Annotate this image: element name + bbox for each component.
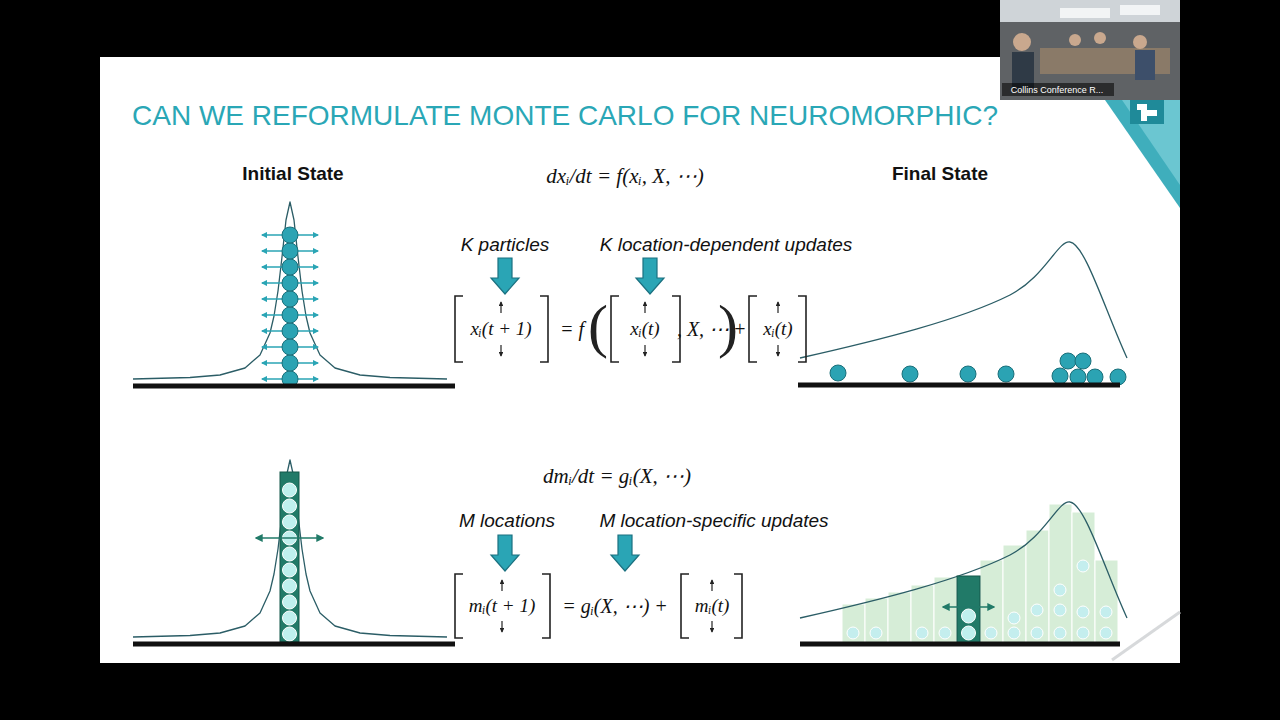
webcam-caption: Collins Conference R... [1011, 84, 1104, 94]
equation-part: + [734, 318, 745, 341]
spread-arrows [256, 537, 323, 539]
equation: dmᵢ/dt = gᵢ(X, ⋯) [543, 464, 691, 488]
slide-title: CAN WE REFORMULATE MONTE CARLO FOR NEURO… [132, 100, 998, 132]
webcam-person [1013, 33, 1031, 51]
corner-line [1112, 612, 1180, 660]
distribution-curve [133, 202, 447, 379]
logo-mark [1137, 104, 1157, 121]
location-bin [957, 576, 980, 643]
location-bin [842, 504, 1118, 643]
parenthesis: ( [588, 296, 608, 356]
equation: dxᵢ/dt = f(xᵢ, X, ⋯) [546, 164, 703, 188]
corner-band [1122, 100, 1180, 185]
equation-part: = f [560, 318, 584, 341]
spread-arrows [262, 235, 318, 379]
webcam-person [1135, 50, 1155, 80]
panel-heading: Final State [892, 163, 988, 185]
webcam-person [1012, 52, 1034, 90]
equation-part: = gᵢ(X, ⋯) + [562, 595, 668, 618]
matrix-bracket [455, 296, 806, 362]
slide-background [100, 57, 1180, 663]
webcam-person [1133, 35, 1147, 49]
webcam-person [1094, 32, 1106, 44]
particle [962, 609, 976, 640]
webcam-table [1040, 48, 1170, 74]
distribution-curve [800, 242, 1127, 358]
vector-entry: mᵢ(t) [695, 595, 730, 617]
location-bin [280, 472, 299, 642]
baseline [800, 642, 1120, 647]
corner-band [1105, 100, 1180, 208]
webcam-ceiling [1000, 0, 1180, 22]
webcam-frame [1000, 0, 1180, 100]
particle [830, 353, 1126, 385]
webcam-caption-bg [1002, 83, 1114, 96]
matrix-bracket [455, 574, 742, 638]
baseline [798, 383, 1120, 388]
spread-arrows [943, 606, 994, 608]
logo-badge [1130, 100, 1164, 124]
webcam-light [1120, 5, 1160, 15]
annotation: M locations [459, 510, 555, 532]
vector-entry: mᵢ(t + 1) [469, 595, 535, 617]
baseline [133, 384, 455, 389]
webcam-light [1060, 8, 1110, 18]
panel-heading: Initial State [242, 163, 343, 185]
annotation: M location-specific updates [599, 510, 828, 532]
particle [282, 227, 298, 387]
baseline [133, 642, 455, 647]
vector-entry: xᵢ(t) [763, 318, 792, 340]
annotation: K particles [461, 234, 550, 256]
particle [283, 483, 297, 641]
webcam-person [1069, 34, 1081, 46]
vector-entry: xᵢ(t + 1) [470, 318, 531, 340]
vector-entry: xᵢ(t) [630, 318, 659, 340]
annotation: K location-dependent updates [600, 234, 852, 256]
